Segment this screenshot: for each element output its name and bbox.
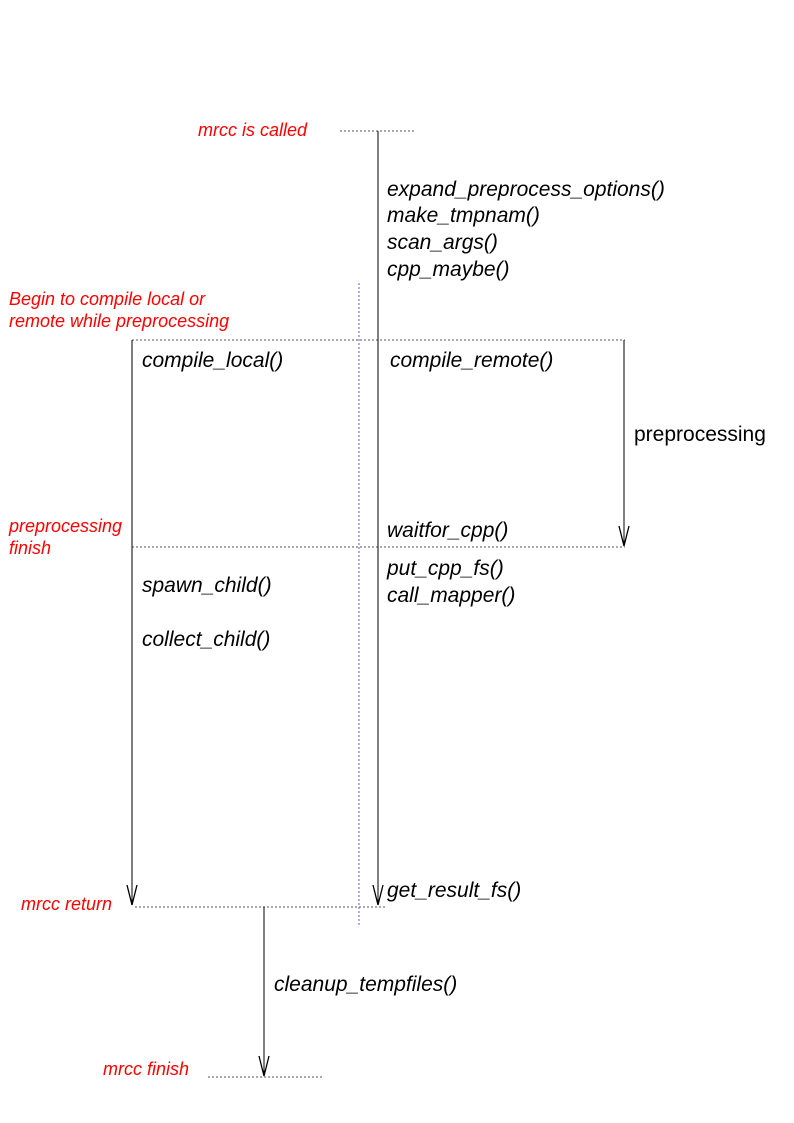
- main-process-arrowhead: [372, 884, 384, 906]
- get-result-fs-label: get_result_fs(): [387, 879, 522, 902]
- begin-compile-label-line2: remote while preprocessing: [9, 311, 230, 331]
- spawn-child-label: spawn_child(): [142, 574, 272, 597]
- compile-remote-label: compile_remote(): [390, 349, 554, 372]
- init-function-cpp-maybe: cpp_maybe(): [387, 258, 510, 281]
- cleanup-tempfiles-label: cleanup_tempfiles(): [274, 973, 458, 996]
- mrcc-called-label: mrcc is called: [198, 120, 308, 140]
- local-process-arrowhead: [126, 884, 138, 906]
- collect-child-label: collect_child(): [142, 628, 271, 651]
- init-function-scan-args: scan_args(): [387, 231, 498, 254]
- waitfor-cpp-label: waitfor_cpp(): [387, 519, 509, 542]
- begin-compile-label-line1: Begin to compile local or: [9, 289, 206, 309]
- init-function-expand: expand_preprocess_options(): [387, 178, 665, 201]
- preprocessing-finish-label-line1: preprocessing: [9, 516, 123, 536]
- preprocessing-label: preprocessing: [634, 423, 766, 446]
- call-mapper-label: call_mapper(): [387, 584, 516, 607]
- put-cpp-fs-label: put_cpp_fs(): [387, 557, 504, 580]
- preprocessing-arrowhead: [618, 525, 630, 547]
- compile-local-label: compile_local(): [142, 349, 284, 372]
- init-function-tmpnam: make_tmpnam(): [387, 204, 540, 227]
- cleanup-arrowhead: [258, 1055, 270, 1077]
- mrcc-return-label: mrcc return: [21, 894, 113, 914]
- mrcc-finish-label: mrcc finish: [103, 1059, 190, 1079]
- preprocessing-finish-label-line2: finish: [9, 538, 52, 558]
